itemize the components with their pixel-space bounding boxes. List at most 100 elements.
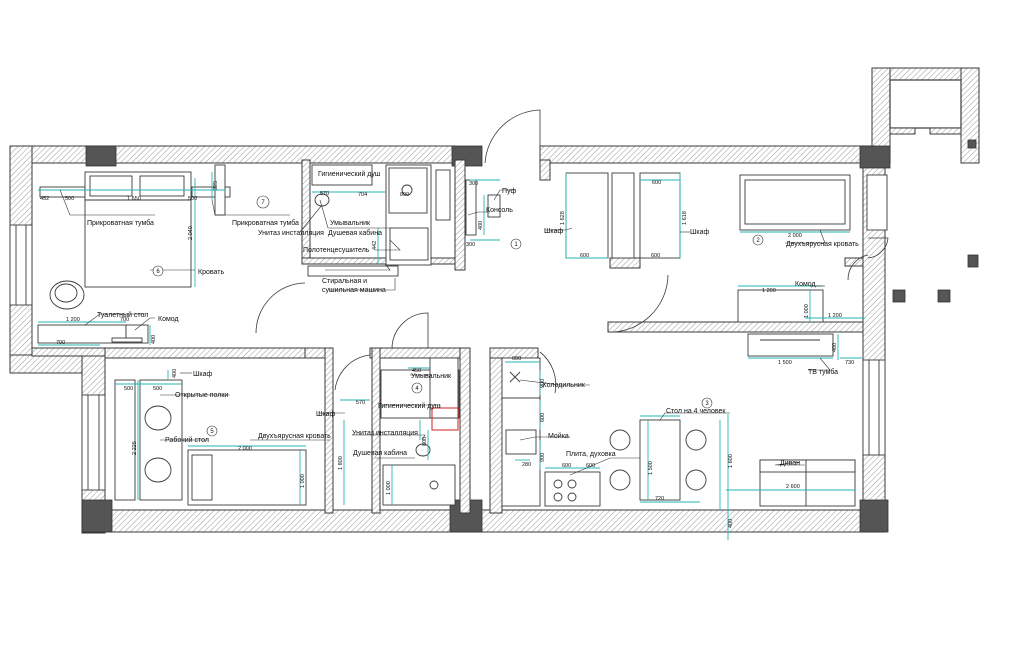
label-bedside-table-1: Прикроватная тумба (87, 219, 154, 227)
leader-lines (59, 189, 831, 476)
bathroom-4-furniture (380, 357, 460, 506)
dim-570: 570 (356, 400, 365, 406)
dim-400: 400 (151, 335, 157, 344)
label-toilet-install-1: Унитаз инсталляция (258, 230, 324, 237)
room-numbers: 7 6 1 2 5 4 3 (152, 195, 764, 437)
label-washer-dryer-2: сушильная машина (322, 287, 386, 294)
label-washbasin-2: Умывальник (411, 373, 452, 380)
dim-600: 600 (540, 413, 546, 422)
dim-1628: 1 628 (560, 211, 566, 225)
label-sink: Мойка (548, 432, 569, 440)
label-wardrobe-hall: Шкаф (544, 228, 564, 235)
dim-900: 900 (540, 379, 546, 388)
label-toilet-install-2: Унитаз инсталляция (352, 430, 418, 437)
doors (255, 109, 889, 394)
dim-1000: 1 000 (386, 481, 392, 495)
bathroom-1-furniture (307, 164, 451, 277)
label-dressing-table: Туалетный стол (97, 311, 148, 319)
dim-1800: 1 800 (338, 456, 344, 470)
dim-900: 900 (540, 453, 546, 462)
dim-600: 600 (586, 463, 595, 469)
dim-1000: 1 000 (300, 474, 306, 488)
label-wardrobe-room6: Шкаф (193, 371, 213, 378)
label-hygienic-shower-1: Гигиенический душ (318, 170, 381, 178)
label-pouf: Пуф (502, 188, 516, 195)
dim-442: 442 (372, 241, 378, 250)
dim-1200: 1 200 (66, 317, 80, 323)
dim-600: 600 (651, 253, 660, 259)
dim-2000: 2 000 (238, 446, 252, 452)
dim-1200: 1 200 (828, 313, 842, 319)
dim-1650: 1 650 (127, 196, 141, 202)
dim-500: 500 (153, 386, 162, 392)
dim-600: 600 (652, 180, 661, 186)
dim-1000: 1 000 (804, 304, 810, 318)
dimension-labels: 452 500 1 650 500 325 2 040 1 200 700 70… (40, 180, 854, 528)
dim-452: 452 (40, 196, 49, 202)
columns (81, 139, 979, 533)
dim-500: 500 (124, 386, 133, 392)
room-number-6: 5 (210, 429, 214, 435)
label-dresser-1: Комод (158, 316, 179, 323)
label-washer-dryer-1: Стиральная и (322, 278, 367, 285)
room-number-2: 2 (756, 238, 760, 244)
bedroom-7-furniture (37, 164, 231, 344)
windows (9, 174, 888, 491)
label-dresser-2: Комод (795, 281, 816, 288)
label-console: Консоль (486, 207, 513, 214)
kitchen-furniture (501, 357, 601, 507)
room-number-1: 1 (514, 242, 518, 248)
label-bunk-bed-2: Двухъярусная кровать (786, 241, 859, 248)
dim-720: 720 (655, 496, 664, 502)
label-table4: Стол на 4 человек (666, 408, 726, 415)
label-bed: Кровать (198, 269, 224, 276)
dim-500: 500 (65, 196, 74, 202)
dim-2225: 2 225 (132, 441, 138, 455)
label-hygienic-shower-2: Гигиенический душ (378, 402, 441, 410)
furniture-labels: Прикроватная тумба Прикроватная тумба Кр… (87, 170, 859, 467)
dim-600: 600 (562, 463, 571, 469)
label-open-shelves: Открытые полки (175, 392, 228, 399)
label-shower-cabin-2: Душевая кабина (353, 449, 407, 457)
dim-700: 700 (56, 340, 65, 346)
label-sofa: Диван (780, 460, 800, 467)
label-wardrobe-bath4: Шкаф (316, 411, 336, 418)
dim-600: 600 (512, 356, 521, 362)
dim-730: 730 (845, 360, 854, 366)
dim-570: 570 (320, 191, 329, 197)
label-shower-cabin-1: Душевая кабина (328, 229, 382, 237)
dim-450: 450 (412, 368, 421, 374)
dim-325: 325 (213, 181, 219, 190)
living-furniture (609, 419, 856, 507)
dim-400: 400 (478, 221, 484, 230)
room-6-furniture (114, 379, 307, 506)
room-number-4: 4 (415, 386, 419, 392)
dim-400: 400 (172, 369, 178, 378)
dim-600: 600 (580, 253, 589, 259)
dim-1618: 1 618 (682, 211, 688, 225)
label-bedside-table-2: Прикроватная тумба (232, 219, 299, 227)
dim-700: 700 (120, 317, 129, 323)
dim-1600: 1 600 (728, 454, 734, 468)
dim-2000: 2 000 (788, 233, 802, 239)
dim-500: 500 (188, 196, 197, 202)
dim-1500: 1 500 (778, 360, 792, 366)
dim-1500: 1 500 (648, 461, 654, 475)
label-washbasin-1: Умывальник (330, 220, 371, 227)
dim-400: 400 (832, 343, 838, 352)
dim-2600: 2 600 (786, 484, 800, 490)
room-number-3: 3 (705, 401, 709, 407)
interior-walls (31, 159, 864, 514)
dim-400: 400 (728, 519, 734, 528)
label-desk: Рабочий стол (165, 436, 209, 444)
label-bunk-bed-6: Двухъярусная кровать (258, 433, 331, 440)
dim-2040: 2 040 (188, 226, 194, 240)
label-tv-stand: ТВ тумба (808, 368, 838, 376)
dim-704: 704 (358, 192, 367, 198)
room-2-furniture (737, 174, 851, 357)
dimension-lines (38, 172, 865, 540)
room-number-5-bedroom: 6 (156, 269, 160, 275)
label-stove: Плита, духовка (566, 451, 616, 458)
dim-1200: 1 200 (762, 288, 776, 294)
